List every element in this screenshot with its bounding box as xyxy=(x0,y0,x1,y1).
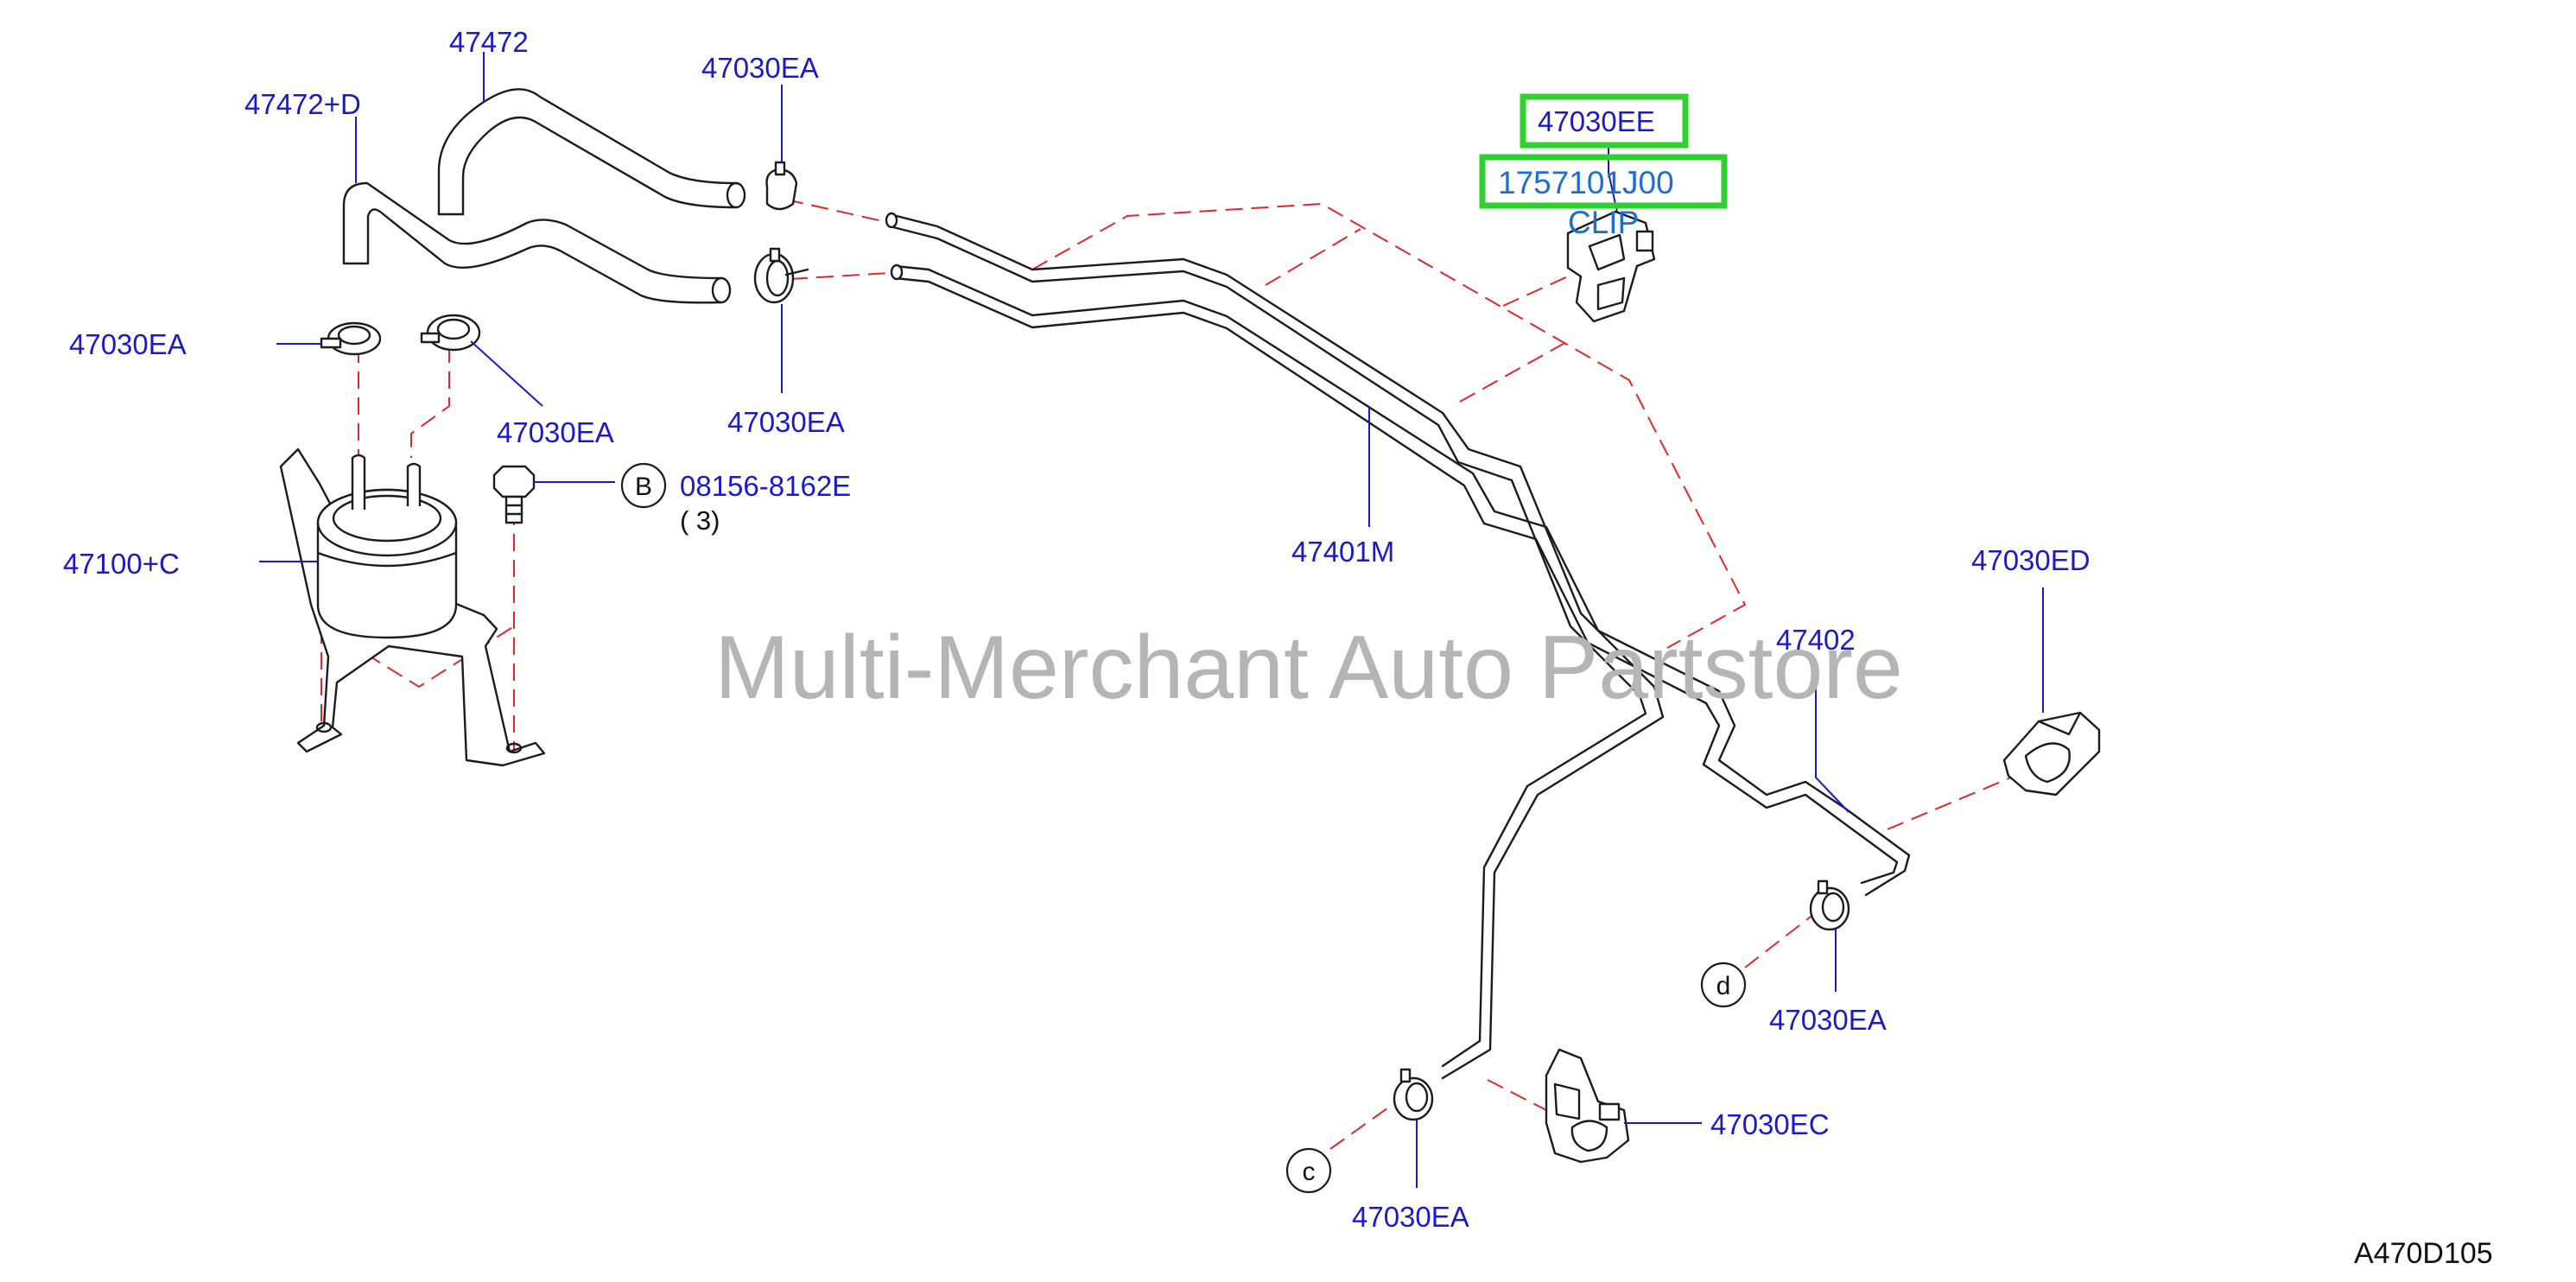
callout-part-name: CLIP xyxy=(1568,205,1639,240)
clip-47030ec[interactable] xyxy=(1545,1048,1630,1164)
hose-47472-d[interactable] xyxy=(342,181,732,304)
label-clamp-left[interactable]: 47030EA xyxy=(69,328,187,360)
label-clamp-mid[interactable]: 47030EA xyxy=(727,406,845,438)
callout-part-number[interactable]: 1757101J00 xyxy=(1498,165,1674,200)
ref-letter-c: c xyxy=(1303,1158,1316,1186)
clip-47030ee[interactable] xyxy=(1566,210,1656,323)
label-damper[interactable]: 47100+C xyxy=(63,548,180,580)
label-clamp-center[interactable]: 47030EA xyxy=(497,416,614,448)
label-clip-ed[interactable]: 47030ED xyxy=(1971,544,2091,576)
part-labels: 47472 47472+D 47030EA 47030EA 47030EA 47… xyxy=(63,26,2091,1233)
diagram-code: A470D105 xyxy=(2354,1237,2493,1270)
ref-circle-d: d xyxy=(1700,962,1747,1008)
clamp-d[interactable] xyxy=(1809,879,1850,931)
clamp-c[interactable] xyxy=(1393,1068,1434,1121)
watermark-text: Multi-Merchant Auto Partstore xyxy=(714,618,1903,718)
label-clamp-d[interactable]: 47030EA xyxy=(1769,1004,1887,1036)
clamp-mid[interactable] xyxy=(753,247,809,304)
fuel-damper-47100-c[interactable] xyxy=(279,447,546,767)
label-hose-47472-d[interactable]: 47472+D xyxy=(244,88,361,120)
label-bolt-qty: ( 3) xyxy=(680,505,720,536)
leader-lines xyxy=(259,52,2044,1188)
clamp-center[interactable] xyxy=(420,314,481,352)
highlighted-callout[interactable]: 47030EE 1757101J00 CLIP xyxy=(1479,93,1728,240)
ref-circle-b: B xyxy=(620,462,667,509)
ref-letter-b: B xyxy=(635,473,652,501)
label-clip-ec[interactable]: 47030EC xyxy=(1710,1108,1830,1140)
clip-47030ed[interactable] xyxy=(2002,711,2101,796)
label-clamp-top[interactable]: 47030EA xyxy=(701,52,819,84)
clamp-top[interactable] xyxy=(765,161,798,211)
label-hose-47472[interactable]: 47472 xyxy=(449,26,529,58)
label-tube-right[interactable]: 47402 xyxy=(1776,624,1856,656)
label-tube-main[interactable]: 47401M xyxy=(1291,536,1394,568)
clamp-left[interactable] xyxy=(320,321,382,356)
ref-letter-d: d xyxy=(1716,972,1731,1000)
ref-circle-c: c xyxy=(1285,1147,1332,1194)
label-clip-ee[interactable]: 47030EE xyxy=(1538,105,1655,137)
tube-47401m[interactable] xyxy=(885,212,1911,1080)
bolt-08156-8162e[interactable] xyxy=(492,465,536,524)
label-clamp-c[interactable]: 47030EA xyxy=(1352,1201,1469,1233)
hose-47472[interactable] xyxy=(437,88,746,216)
label-bolt[interactable]: 08156-8162E xyxy=(680,470,851,502)
